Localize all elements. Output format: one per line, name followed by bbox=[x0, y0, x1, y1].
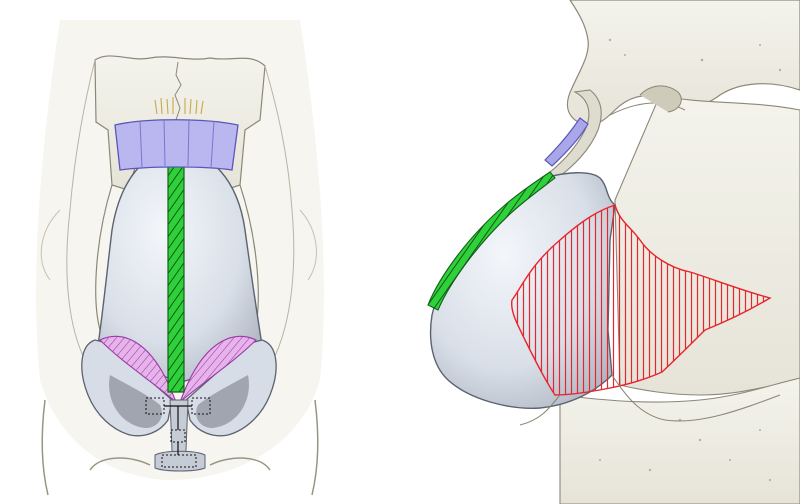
bone-texture bbox=[599, 38, 782, 482]
green-dorsal-strut bbox=[167, 161, 185, 393]
blue-onlay-graft-lateral bbox=[544, 117, 589, 167]
green-dorsal-graft-lateral bbox=[427, 171, 556, 311]
suture-lines bbox=[164, 405, 192, 455]
red-septal-graft-region bbox=[510, 204, 772, 396]
onlay-segment-lines bbox=[139, 118, 215, 169]
blue-onlay-graft bbox=[114, 119, 239, 171]
frontal-nasal-skeleton-icon bbox=[20, 0, 330, 504]
lateral-nasal-skeleton-icon bbox=[427, 0, 800, 504]
